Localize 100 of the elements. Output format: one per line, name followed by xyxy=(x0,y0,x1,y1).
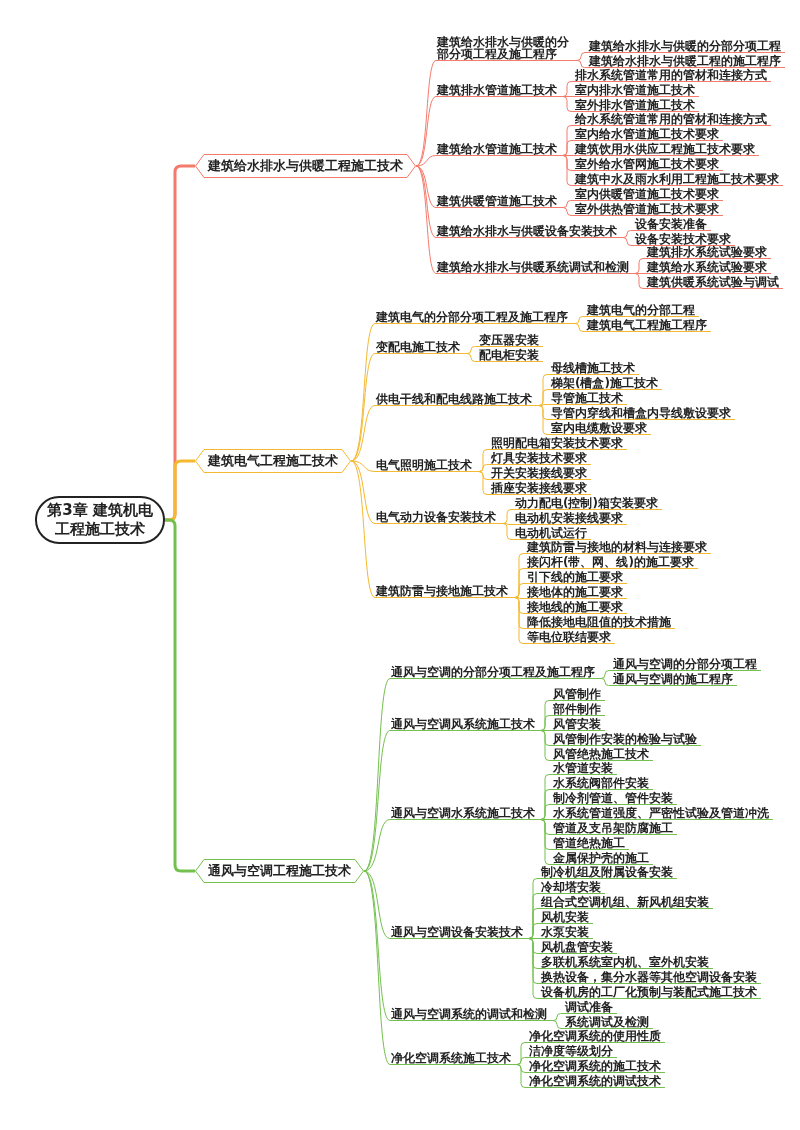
branch-line xyxy=(415,96,437,167)
hexagon-topic: 建筑电气工程施工技术 xyxy=(195,449,351,473)
leaf-topic: 风机安装 xyxy=(540,911,593,924)
leaf-topic: 水泵安装 xyxy=(540,926,593,939)
leaf-topic: 给水系统管道常用的管材和连接方式 xyxy=(574,113,771,126)
leaf-topic: 风管绝热施工技术 xyxy=(552,748,653,761)
leaf-topic: 动力配电(控制)箱安装要求 xyxy=(514,497,662,510)
leaf-topic: 水管道安装 xyxy=(552,762,617,775)
leaf-topic: 制冷机组及附属设备安装 xyxy=(540,866,677,879)
leaf-topic: 变压器安装 xyxy=(478,334,543,347)
leaf-topic: 电动机安装接线要求 xyxy=(514,512,627,525)
subtopic: 通风与空调水系统施工技术 xyxy=(390,807,539,820)
leaf-topic: 灯具安装技术要求 xyxy=(490,452,591,465)
leaf-topic: 母线槽施工技术 xyxy=(550,362,639,375)
leaf-topic: 降低接地电阻值的技术措施 xyxy=(526,616,675,629)
branch-line xyxy=(499,523,515,540)
leaf-topic: 建筑供暖系统试验与调试 xyxy=(646,276,783,289)
leaf-topic: 接地线的施工要求 xyxy=(526,601,627,614)
branch-line xyxy=(574,60,589,68)
leaf-topic: 组合式空调机组、新风机组安装 xyxy=(540,896,713,909)
branch-line xyxy=(350,460,376,472)
leaf-topic: 换热设备，集分水器等其他空调设备安装 xyxy=(540,971,761,984)
subtopic: 建筑防雷与接地施工技术 xyxy=(375,585,512,598)
branch-line xyxy=(350,460,376,598)
subtopic: 通风与空调风系统施工技术 xyxy=(390,718,539,731)
branch-line xyxy=(415,165,437,274)
leaf-topic: 管道及支吊架防腐施工 xyxy=(552,822,677,835)
branch-line xyxy=(560,96,575,112)
leaf-topic: 建筑给水排水与供暖工程的施工程序 xyxy=(588,55,785,68)
branch-line xyxy=(350,405,376,462)
subtopic: 供电干线和配电线路施工技术 xyxy=(375,393,536,406)
branch-line xyxy=(620,237,635,246)
leaf-topic: 洁净度等级划分 xyxy=(528,1045,617,1058)
branch-line xyxy=(571,323,587,332)
leaf-topic: 建筑中水及雨水利用工程施工技术要求 xyxy=(574,173,783,186)
branch-line xyxy=(363,678,391,872)
leaf-topic: 照明配电箱安装技术要求 xyxy=(490,437,627,450)
leaf-topic: 设备安装准备 xyxy=(634,218,711,231)
branch-line xyxy=(560,207,575,216)
leaf-topic: 建筑给水系统试验要求 xyxy=(646,261,771,274)
subtopic: 通风与空调系统的调试和检测 xyxy=(390,1008,551,1021)
branch-line xyxy=(350,353,376,462)
branch-line xyxy=(535,405,551,435)
branch-line xyxy=(511,597,527,644)
leaf-topic: 室外供热管道施工技术要求 xyxy=(574,203,723,216)
leaf-topic: 配电柜安装 xyxy=(478,349,543,362)
leaf-topic: 室外排水管道施工技术 xyxy=(574,99,699,112)
leaf-topic: 金属保护壳的施工 xyxy=(552,852,653,865)
leaf-topic: 风管制作安装的检验与试验 xyxy=(552,733,701,746)
leaf-topic: 设备机房的工厂化预制与装配式施工技术 xyxy=(540,986,761,999)
leaf-topic: 调试准备 xyxy=(564,1001,617,1014)
branch-line xyxy=(363,870,391,1021)
branch-line xyxy=(538,730,553,761)
leaf-topic: 冷却塔安装 xyxy=(540,881,605,894)
leaf-topic: 通风与空调的分部分项工程 xyxy=(612,658,761,671)
branch-line xyxy=(415,165,437,238)
leaf-topic: 插座安装接线要求 xyxy=(490,482,591,495)
branch-line xyxy=(598,678,613,686)
leaf-topic: 室外给水管网施工技术要求 xyxy=(574,158,723,171)
subtopic: 建筑给水排水与供暖系统调试和检测 xyxy=(436,261,633,274)
branch-line xyxy=(415,155,437,167)
branch-line xyxy=(463,353,479,362)
hexagon-topic: 通风与空调工程施工技术 xyxy=(195,859,364,883)
leaf-topic: 开关安装接线要求 xyxy=(490,467,591,480)
branch-line xyxy=(350,460,376,524)
branch-line xyxy=(363,870,391,939)
branch-line xyxy=(560,155,575,186)
leaf-topic: 系统调试及检测 xyxy=(564,1016,653,1029)
leaf-topic: 建筑排水系统试验要求 xyxy=(646,246,771,259)
subtopic: 建筑给水排水与供暖设备安装技术 xyxy=(436,225,621,238)
subtopic: 变配电施工技术 xyxy=(375,341,464,354)
leaf-topic: 建筑饮用水供应工程施工技术要求 xyxy=(574,143,759,156)
leaf-topic: 设备安装技术要求 xyxy=(634,233,735,246)
leaf-topic: 净化空调系统的施工技术 xyxy=(528,1060,665,1073)
branch-line xyxy=(475,471,491,495)
branch-line xyxy=(550,1020,565,1029)
leaf-topic: 梯架(槽盒)施工技术 xyxy=(550,377,662,390)
leaf-topic: 管道绝热施工 xyxy=(552,837,629,850)
leaf-topic: 接闪杆(带、网、线)的施工要求 xyxy=(526,556,698,569)
leaf-topic: 净化空调系统的调试技术 xyxy=(528,1075,665,1088)
leaf-topic: 导管施工技术 xyxy=(550,392,627,405)
branch-line xyxy=(538,819,553,865)
leaf-topic: 室内给水管道施工技术要求 xyxy=(574,128,723,141)
hexagon-topic: 建筑给水排水与供暖工程施工技术 xyxy=(195,154,416,178)
leaf-topic: 电动机试运行 xyxy=(514,527,591,540)
leaf-topic: 室内电缆敷设要求 xyxy=(550,422,651,435)
subtopic: 通风与空调的分部分项工程及施工程序 xyxy=(390,666,599,679)
subtopic: 通风与空调设备安装技术 xyxy=(390,926,527,939)
branch-line xyxy=(363,819,391,872)
subtopic: 电气照明施工技术 xyxy=(375,459,476,472)
subtopic: 建筑给水管道施工技术 xyxy=(436,143,561,156)
leaf-topic: 建筑电气工程施工程序 xyxy=(586,319,711,332)
branch-line xyxy=(415,60,437,167)
leaf-topic: 净化空调系统的使用性质 xyxy=(528,1030,665,1043)
branch-line xyxy=(363,730,391,872)
leaf-topic: 风管制作 xyxy=(552,688,605,701)
leaf-topic: 导管内穿线和槽盒内导线敷设要求 xyxy=(550,407,735,420)
subtopic: 建筑排水管道施工技术 xyxy=(436,84,561,97)
subtopic: 建筑供暖管道施工技术 xyxy=(436,195,561,208)
leaf-topic: 水系统管道强度、严密性试验及管道冲洗 xyxy=(552,807,773,820)
